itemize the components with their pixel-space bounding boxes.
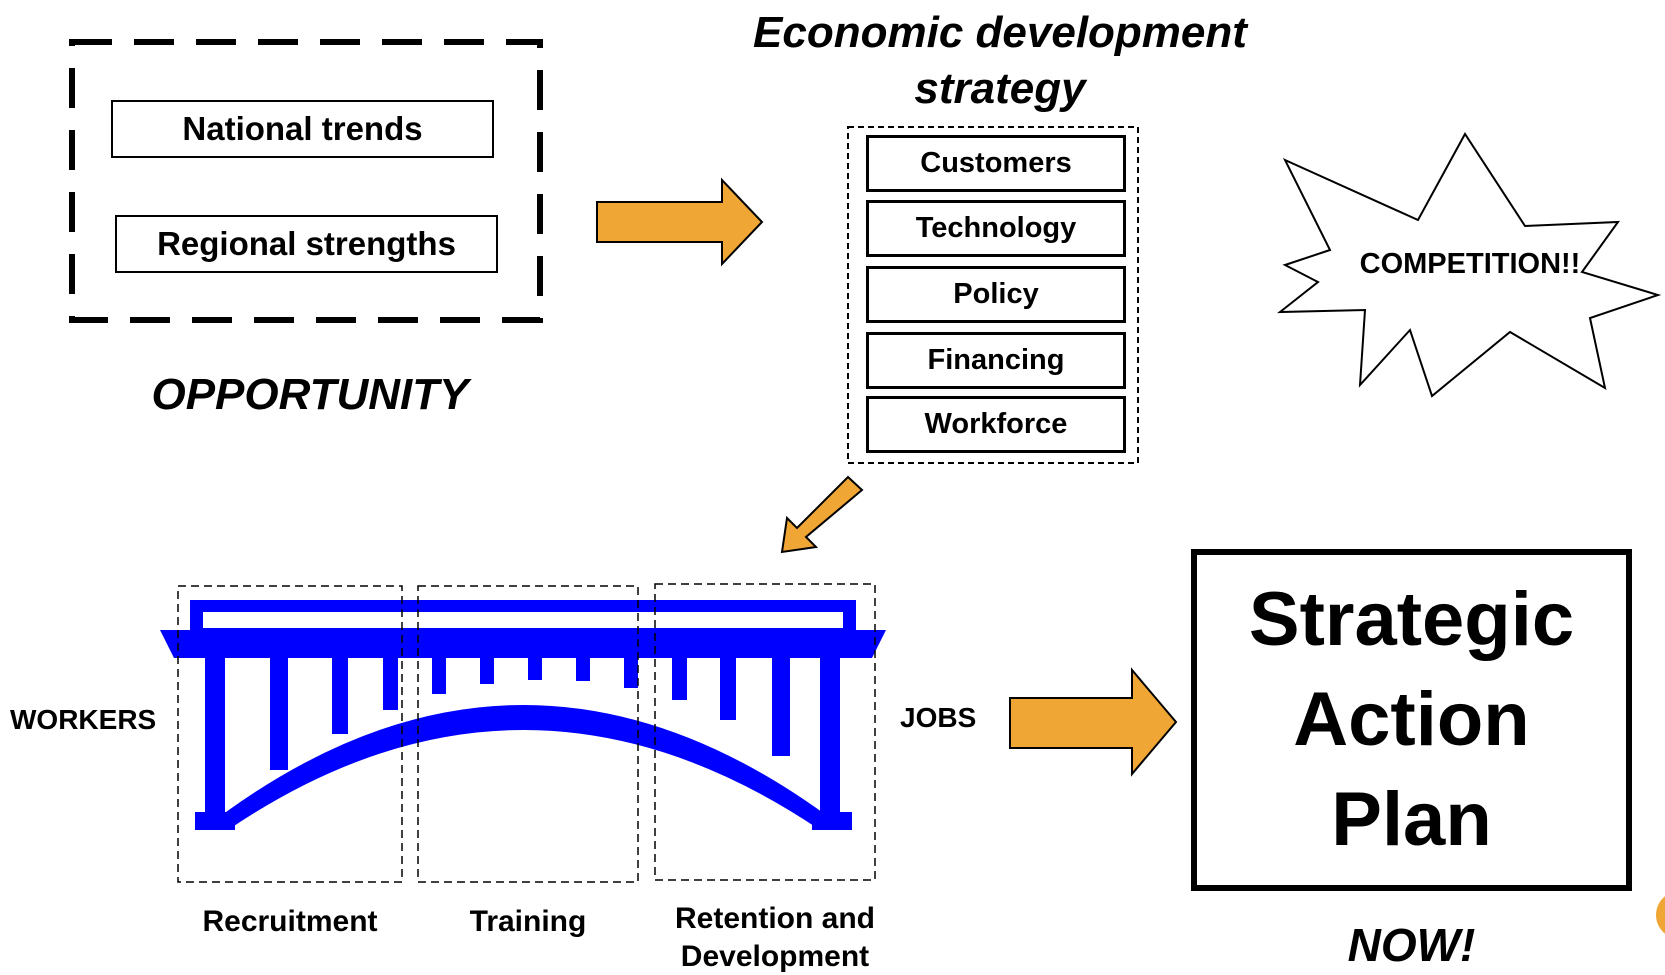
plan-line3: Plan: [1331, 777, 1492, 862]
plan-frame: [1191, 549, 1632, 891]
training-frame: [417, 585, 639, 883]
strategy-title-line1: Economic development: [753, 8, 1247, 57]
jobs-label: JOBS: [900, 702, 977, 733]
arrow-down-left-icon: [780, 475, 864, 554]
strategy-item-policy: Policy: [866, 266, 1126, 323]
strategy-item-workforce: Workforce: [866, 396, 1126, 453]
bridge-icon: [160, 600, 886, 830]
opportunity-item-national-trends: National trends: [111, 100, 494, 158]
competition-label: COMPETITION!!: [1359, 248, 1581, 280]
plan-line2: Action: [1293, 677, 1530, 762]
segment-label-retention: Retention and: [675, 902, 875, 935]
corner-badge-icon: [1656, 896, 1665, 934]
competition-starburst-icon: [1277, 132, 1662, 398]
retention-frame: [654, 583, 876, 881]
segment-label-training: Training: [469, 905, 587, 938]
arrow-right-icon: [596, 177, 764, 267]
workers-label: WORKERS: [10, 704, 157, 735]
recruitment-frame: [177, 585, 403, 883]
opportunity-frame: [69, 39, 543, 323]
opportunity-item-regional-strengths: Regional strengths: [115, 215, 498, 273]
strategy-title-line2: strategy: [914, 64, 1086, 113]
strategy-item-technology: Technology: [866, 200, 1126, 257]
plan-caption: NOW!: [1347, 919, 1476, 971]
strategy-frame: [847, 126, 1139, 464]
strategy-item-customers: Customers: [866, 135, 1126, 192]
opportunity-caption: OPPORTUNITY: [151, 370, 469, 419]
strategy-item-financing: Financing: [866, 332, 1126, 389]
segment-label-development: Development: [680, 940, 870, 973]
arrow-right-icon: [1009, 667, 1178, 777]
plan-line1: Strategic: [1248, 577, 1575, 662]
segment-label-recruitment: Recruitment: [202, 905, 378, 938]
